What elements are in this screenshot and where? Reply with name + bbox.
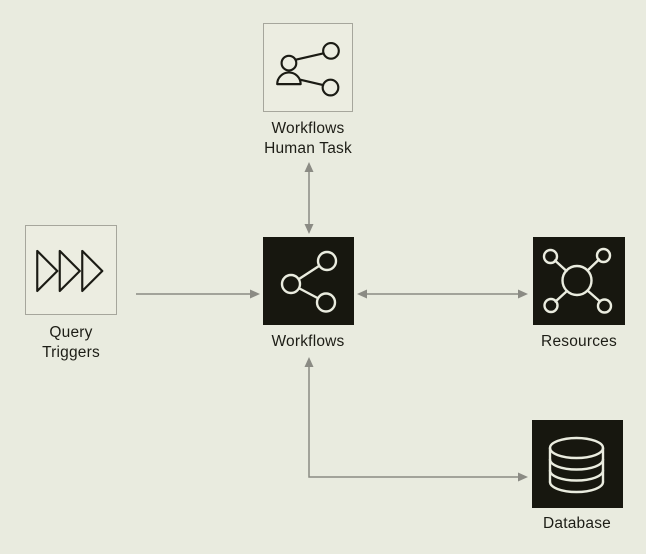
node-workflows bbox=[263, 237, 354, 325]
edge-query-triggers-workflows bbox=[136, 289, 260, 299]
share-nodes-icon bbox=[280, 250, 338, 313]
node-label-workflows-human-task: Workflows Human Task bbox=[233, 119, 383, 159]
node-database bbox=[532, 420, 623, 508]
node-label-resources: Resources bbox=[519, 332, 639, 352]
label-line: Human Task bbox=[264, 140, 352, 157]
database-cylinder-icon bbox=[548, 436, 605, 494]
node-label-database: Database bbox=[517, 514, 637, 534]
human-task-icon bbox=[276, 41, 340, 97]
triple-play-icon bbox=[36, 249, 104, 293]
node-label-workflows: Workflows bbox=[248, 332, 368, 352]
node-resources bbox=[533, 237, 625, 325]
edge-workflows-human-task bbox=[304, 162, 314, 234]
label-line: Database bbox=[543, 515, 611, 532]
node-workflows-human-task bbox=[263, 23, 353, 112]
label-line: Query bbox=[49, 324, 93, 341]
label-line: Triggers bbox=[42, 344, 100, 361]
label-line: Workflows bbox=[271, 120, 345, 137]
node-query-triggers bbox=[25, 225, 117, 315]
label-line: Workflows bbox=[271, 333, 345, 350]
network-hub-icon bbox=[542, 247, 613, 314]
edge-workflows-resources bbox=[357, 289, 528, 299]
label-line: Resources bbox=[541, 333, 617, 350]
edge-workflows-database bbox=[304, 357, 528, 482]
node-label-query-triggers: Query Triggers bbox=[11, 323, 131, 363]
